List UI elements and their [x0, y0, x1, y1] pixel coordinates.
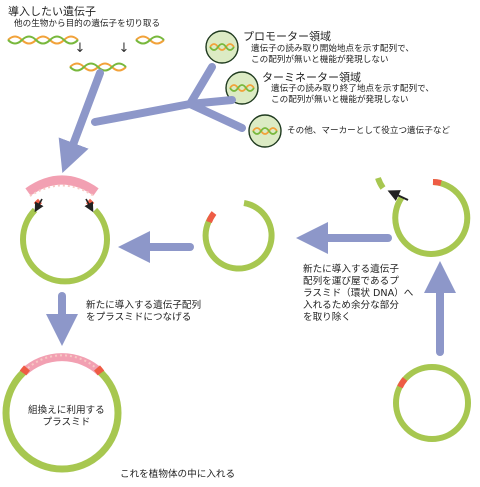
cut-arrow-right: ↓ — [119, 41, 130, 56]
ligation-caption: 新たに導入する遺伝子配列 をプラスミドにつなげる — [86, 300, 202, 323]
dna-strand-middle — [69, 62, 127, 72]
intro-subtitle: 他の生物から目的の遺伝子を切り取る — [14, 19, 161, 29]
marker-gene-text: その他、マーカーとして役立つ遺伝子など — [287, 126, 451, 136]
recombinant-plasmid-label: 組換えに利用する プラスミド — [28, 405, 105, 428]
promoter-title: プロモーター領域 — [243, 30, 331, 43]
dna-strand-right — [135, 35, 165, 45]
source-dna-strands: ↓ ↓ — [7, 35, 165, 72]
terminator-title: ターミネーター領域 — [262, 71, 361, 84]
terminator-badge-icon — [225, 71, 259, 105]
plasmid-opened — [202, 200, 275, 272]
cut-arrow-left: ↓ — [75, 41, 86, 56]
plasmid-recombinant — [2, 353, 122, 473]
intro-title: 導入したい遺伝子 — [8, 5, 96, 18]
plasmid-cut-open — [375, 176, 471, 257]
dna-strand-left — [7, 35, 79, 45]
removal-caption: 新たに導入する遺伝子 配列を運び屋であるプ ラスミド（環状 DNA）へ 入れるた… — [303, 264, 414, 323]
bottom-caption: これを植物体の中に入れる — [120, 469, 236, 480]
plasmid-ligation — [20, 175, 110, 285]
marker-gene-badge-icon — [248, 114, 282, 148]
gather-arrows — [58, 63, 246, 173]
promoter-badge-icon — [205, 30, 239, 64]
promoter-description: 遺伝子の読み取り開始地点を示す配列で、 この配列が無いと機能が発現しない — [251, 44, 414, 65]
plasmid-intact — [393, 364, 471, 442]
terminator-description: 遺伝子の読み取り終了地点を示す配列で、 この配列が無いと機能が発現しない — [271, 84, 434, 105]
